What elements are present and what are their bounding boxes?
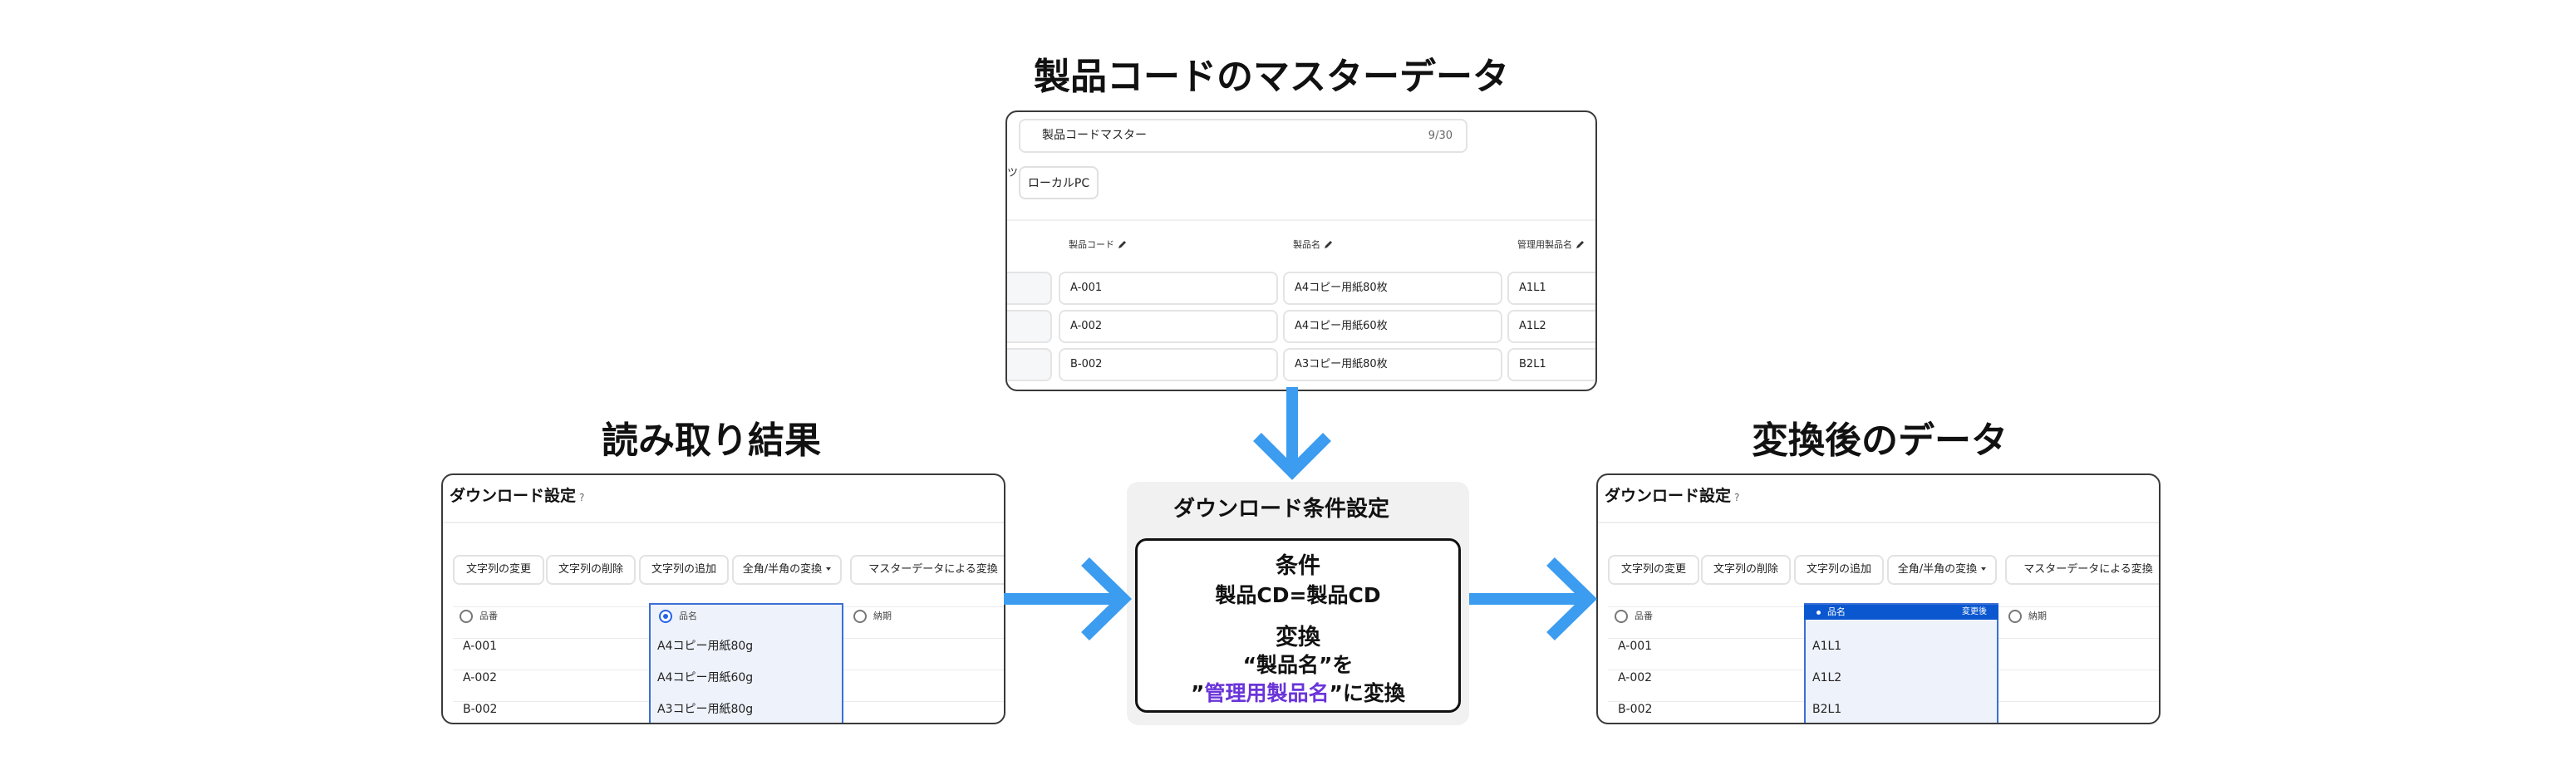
conversion-heading: 変換 <box>1276 625 1320 650</box>
add-string-button[interactable]: 文字列の追加 <box>1794 555 1884 585</box>
pencil-icon <box>1325 241 1332 248</box>
cell-part-number: A-001 <box>463 640 498 653</box>
cell-product-name: B2L1 <box>1812 703 1842 716</box>
download-settings-title: ダウンロード設定? <box>1605 487 1740 505</box>
cell-product-name[interactable]: A3コピー用紙80枚 <box>1283 348 1502 381</box>
master-name-value: 製品コードマスター <box>1042 129 1147 142</box>
radio-product-name[interactable] <box>659 610 672 623</box>
cell-product-name: A1L1 <box>1812 640 1842 653</box>
col-product-name: 品名 <box>1827 606 1846 617</box>
master-data-title: 製品コードのマスターデータ <box>1034 56 1509 98</box>
col-product-code: 製品コード <box>1069 238 1128 252</box>
cell-part-number: A-002 <box>463 671 498 684</box>
radio-delivery-date[interactable] <box>853 610 867 623</box>
row-handle <box>1007 310 1052 343</box>
col-delivery-date: 納期 <box>873 611 892 621</box>
col-delivery-date: 納期 <box>2028 611 2047 621</box>
download-settings-title: ダウンロード設定? <box>450 487 585 505</box>
cell-product-code[interactable]: A-002 <box>1059 310 1278 343</box>
cell-part-number: A-001 <box>1618 640 1653 653</box>
right-arrow-icon <box>1469 557 1598 641</box>
panel-separator <box>1598 522 2159 523</box>
cell-product-name: A3コピー用紙80g <box>657 703 754 716</box>
cell-part-number: B-002 <box>1618 703 1653 716</box>
chevron-down-icon <box>1981 567 1987 571</box>
help-icon[interactable]: ? <box>579 492 585 503</box>
add-string-button[interactable]: 文字列の追加 <box>639 555 729 585</box>
master-name-count: 9/30 <box>1428 130 1453 142</box>
row-handle <box>1007 348 1052 381</box>
management-name-highlight: 管理用製品名 <box>1204 681 1330 705</box>
pencil-icon <box>1576 241 1584 248</box>
cell-management-name[interactable]: A1L1 <box>1507 272 1595 305</box>
local-pc-button[interactable]: ローカルPC <box>1019 166 1099 199</box>
delete-string-button[interactable]: 文字列の削除 <box>1701 555 1791 585</box>
conversion-line-1: “製品名”を <box>1242 653 1354 677</box>
change-string-button[interactable]: 文字列の変更 <box>453 555 544 585</box>
change-string-button[interactable]: 文字列の変更 <box>1608 555 1699 585</box>
col-product-name: 製品名 <box>1293 238 1334 252</box>
read-result-panel: ダウンロード設定? 文字列の変更 文字列の削除 文字列の追加 全角/半角の変換 … <box>441 473 1005 724</box>
cell-management-name[interactable]: A1L2 <box>1507 310 1595 343</box>
cell-product-code[interactable]: A-001 <box>1059 272 1278 305</box>
width-convert-button[interactable]: 全角/半角の変換 <box>1887 555 1997 585</box>
width-convert-button[interactable]: 全角/半角の変換 <box>732 555 842 585</box>
master-convert-button[interactable]: マスターデータによる変換 <box>850 555 1004 585</box>
down-arrow-icon <box>1253 387 1331 480</box>
condition-settings-title: ダウンロード条件設定 <box>1173 497 1390 522</box>
condition-box: 条件 製品CD=製品CD 変換 “製品名”を ”管理用製品名”に変換 <box>1135 538 1461 713</box>
master-separator <box>1007 219 1595 221</box>
radio-delivery-date[interactable] <box>2008 610 2022 623</box>
master-name-input[interactable]: 製品コードマスター 9/30 <box>1019 119 1467 153</box>
col-part-number: 品番 <box>479 611 498 621</box>
cell-part-number: A-002 <box>1618 671 1653 684</box>
col-product-name: 品名 <box>679 611 697 621</box>
changed-badge: 変更後 <box>1962 607 1987 616</box>
right-arrow-icon <box>1004 557 1133 641</box>
radio-part-number[interactable] <box>460 610 473 623</box>
help-icon[interactable]: ? <box>1734 492 1740 503</box>
cell-part-number: B-002 <box>463 703 498 716</box>
cell-product-name[interactable]: A4コピー用紙80枚 <box>1283 272 1502 305</box>
pencil-icon <box>1118 241 1126 248</box>
delete-string-button[interactable]: 文字列の削除 <box>546 555 636 585</box>
master-convert-button[interactable]: マスターデータによる変換 <box>2005 555 2159 585</box>
panel-separator <box>443 522 1004 523</box>
conversion-line-2: ”管理用製品名”に変換 <box>1191 681 1405 705</box>
row-handle <box>1007 272 1052 305</box>
selected-column[interactable] <box>1804 603 1998 723</box>
col-management-name: 管理用製品名 <box>1517 238 1585 252</box>
radio-part-number[interactable] <box>1615 610 1628 623</box>
cell-product-code[interactable]: B-002 <box>1059 348 1278 381</box>
converted-data-panel: ダウンロード設定? 文字列の変更 文字列の削除 文字列の追加 全角/半角の変換 … <box>1596 473 2161 724</box>
cell-product-name: A1L2 <box>1812 671 1842 684</box>
condition-heading: 条件 <box>1276 553 1320 579</box>
cell-product-name: A4コピー用紙80g <box>657 640 754 653</box>
read-result-title: 読み取り結果 <box>602 419 821 462</box>
cell-product-name[interactable]: A4コピー用紙60枚 <box>1283 310 1502 343</box>
selected-column[interactable] <box>649 603 843 723</box>
converted-data-title: 変換後のデータ <box>1752 419 2008 462</box>
selected-dot-icon <box>1816 611 1821 615</box>
clipped-label: ツ <box>1007 167 1019 179</box>
cell-management-name[interactable]: B2L1 <box>1507 348 1595 381</box>
selected-column-header[interactable]: 品名 変更後 <box>1804 605 1998 620</box>
condition-text: 製品CD=製品CD <box>1215 583 1381 607</box>
master-data-panel: 製品コードマスター 9/30 ツ ローカルPC 製品コード 製品名 管理用製品名… <box>1005 110 1597 391</box>
col-part-number: 品番 <box>1635 611 1653 621</box>
chevron-down-icon <box>826 567 832 571</box>
cell-product-name: A4コピー用紙60g <box>657 671 754 684</box>
